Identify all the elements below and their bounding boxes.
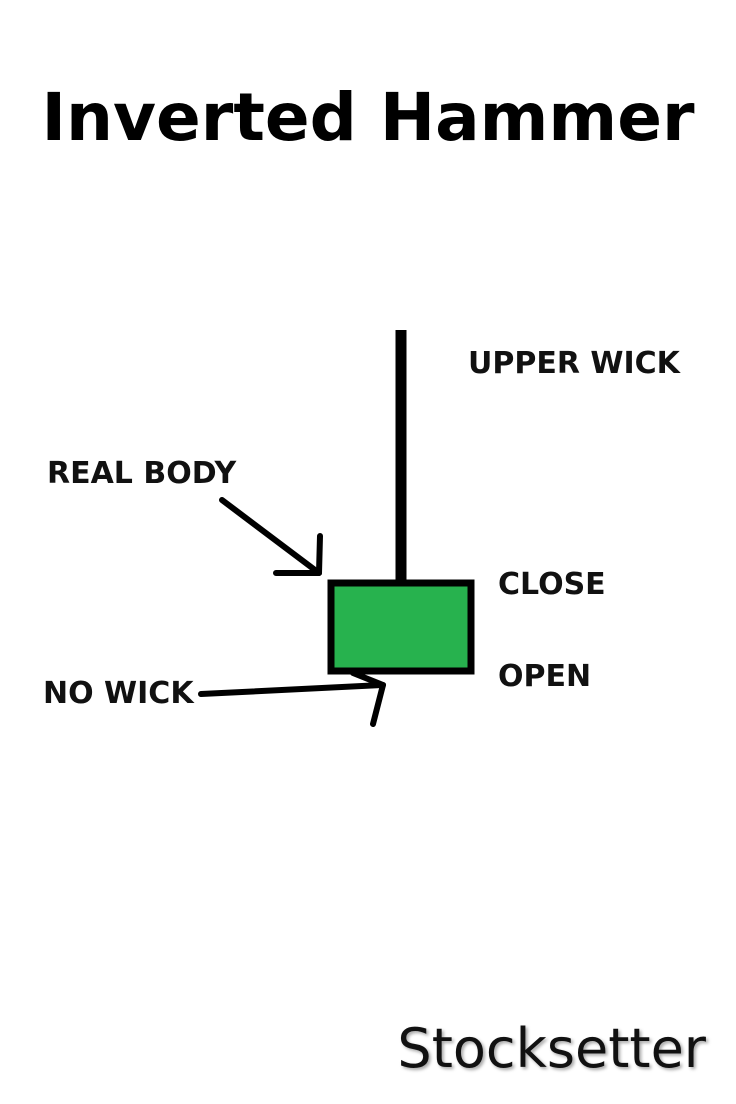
candle-body	[327, 579, 475, 675]
real-body-arrow	[219, 497, 323, 576]
upper-wick-label: UPPER WICK	[468, 346, 680, 381]
real-body-label: REAL BODY	[47, 456, 237, 491]
open-label: OPEN	[498, 659, 592, 694]
page-title: Inverted Hammer	[41, 79, 695, 156]
brand-watermark: Stocksetter	[397, 1017, 706, 1080]
close-label: CLOSE	[498, 567, 606, 602]
no-wick-label: NO WICK	[43, 676, 194, 711]
no-wick-arrow	[198, 670, 386, 727]
